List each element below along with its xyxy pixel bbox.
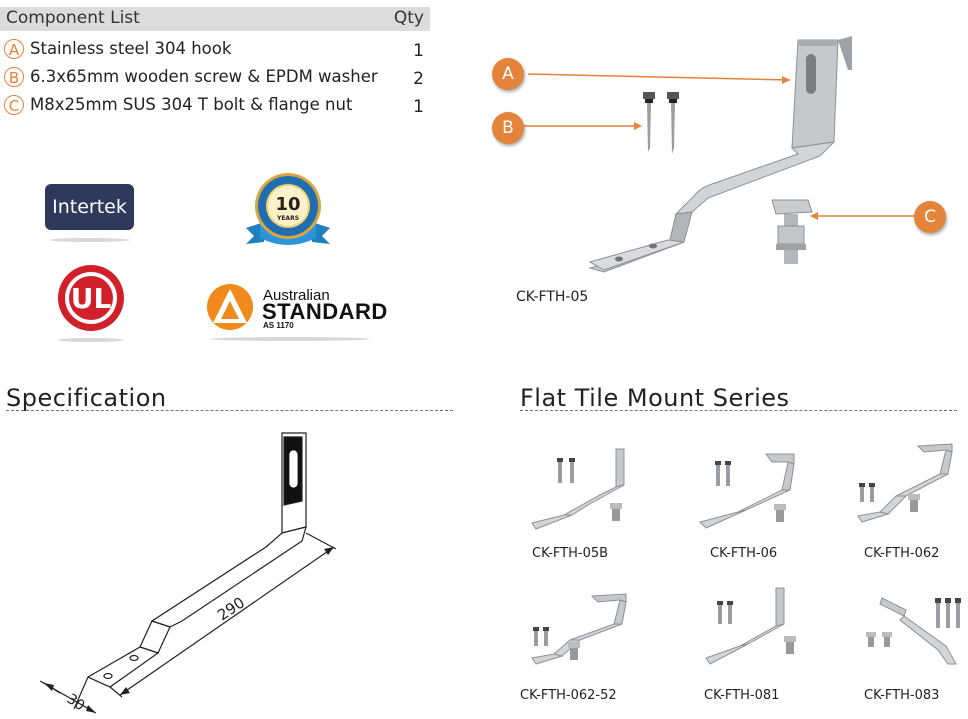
component-qty: 2: [413, 69, 424, 89]
main-product-illustration: [524, 36, 916, 273]
callout-c: C: [914, 201, 946, 233]
intertek-logo: Intertek: [45, 184, 134, 230]
component-list-title: Component List: [6, 8, 140, 28]
component-row-c: C M8x25mm SUS 304 T bolt & flange nut 1: [4, 95, 424, 119]
specification-title: Specification: [6, 384, 167, 412]
svg-text:YEARS: YEARS: [276, 215, 299, 222]
series-model-label: CK-FTH-083: [864, 688, 940, 703]
qty-header: Qty: [393, 8, 424, 28]
section-divider: [520, 410, 957, 411]
series-model-label: CK-FTH-062-52: [520, 688, 617, 703]
series-product-ck-fth-062: [857, 443, 953, 523]
series-model-label: CK-FTH-062: [864, 546, 940, 561]
main-product-model: CK-FTH-05: [516, 289, 589, 305]
component-name: 6.3x65mm wooden screw & EPDM washer: [30, 67, 378, 86]
component-name: M8x25mm SUS 304 T bolt & flange nut: [30, 95, 353, 114]
ul-logo: UL: [58, 265, 124, 331]
svg-text:UL: UL: [71, 282, 112, 315]
series-product-ck-fth-083: [866, 597, 961, 665]
component-letter-badge: B: [4, 67, 24, 87]
series-product-ck-fth-062-52: [531, 593, 627, 665]
section-divider: [6, 410, 453, 411]
specification-drawing: 290 30: [39, 432, 337, 714]
svg-text:30: 30: [64, 691, 88, 714]
component-letter-badge: C: [4, 95, 24, 115]
series-model-label: CK-FTH-081: [704, 688, 780, 703]
t-bolt-icon: [771, 199, 813, 264]
callout-a: A: [492, 58, 524, 90]
component-row-a: A Stainless steel 304 hook 1: [4, 39, 424, 63]
series-product-ck-fth-06: [699, 453, 795, 529]
svg-text:290: 290: [214, 593, 248, 624]
logo-shadow: [58, 338, 124, 342]
component-row-b: B 6.3x65mm wooden screw & EPDM washer 2: [4, 67, 424, 91]
component-name: Stainless steel 304 hook: [30, 39, 232, 58]
warranty-10-years-badge: 10 YEARS: [246, 173, 330, 245]
component-list-header: Component List Qty: [0, 7, 430, 31]
australian-label: Australian: [263, 287, 330, 304]
australian-standard-triangle-logo: [207, 284, 253, 330]
svg-text:10: 10: [275, 194, 300, 215]
logo-shadow: [210, 337, 370, 341]
logo-shadow: [50, 238, 130, 242]
series-product-ck-fth-05b: [531, 448, 625, 530]
series-model-label: CK-FTH-05B: [532, 546, 609, 561]
component-letter-badge: A: [4, 39, 24, 59]
callout-b: B: [492, 112, 524, 144]
series-title: Flat Tile Mount Series: [520, 384, 790, 412]
series-product-ck-fth-081: [705, 587, 796, 665]
component-qty: 1: [413, 41, 424, 61]
series-model-label: CK-FTH-06: [710, 546, 778, 561]
wood-screw-icon: [643, 92, 679, 154]
component-qty: 1: [413, 97, 424, 117]
as-1170-label: AS 1170: [263, 321, 294, 330]
standard-label: STANDARD: [262, 299, 388, 324]
